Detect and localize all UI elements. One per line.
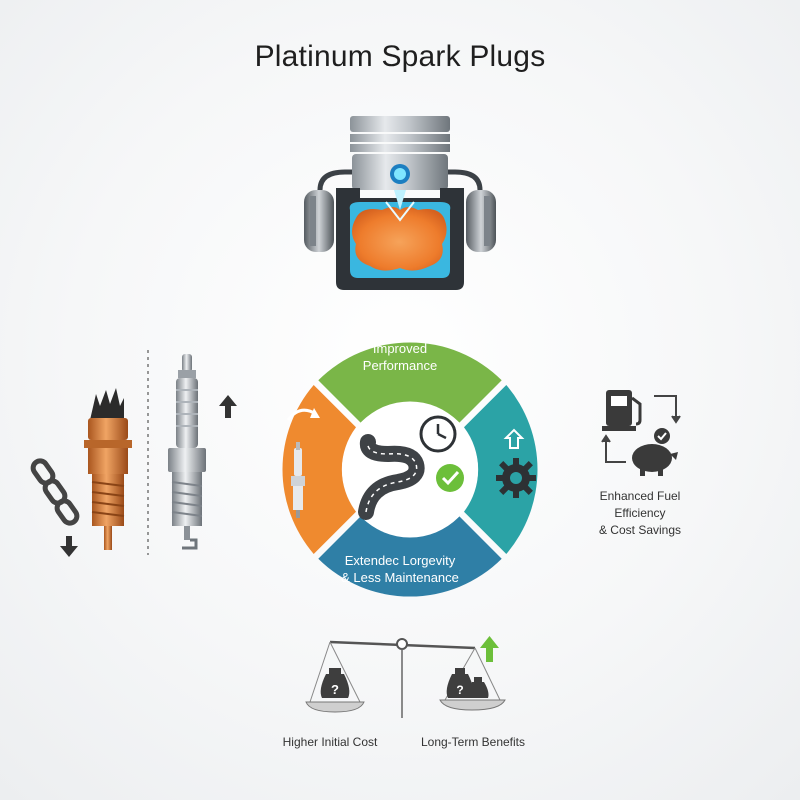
checkmark-icon xyxy=(436,464,464,492)
engine-piston-illustration xyxy=(304,116,496,290)
left-scale-pan: ? xyxy=(305,641,365,713)
page-title: Platinum Spark Plugs xyxy=(254,40,546,73)
money-bags-icon xyxy=(446,668,489,698)
fuel-pump-icon xyxy=(602,390,642,431)
piston xyxy=(350,116,450,190)
broken-chain-icon xyxy=(30,458,80,526)
higher-initial-cost-label: Higher Initial Cost xyxy=(282,735,378,749)
performance-label-line1: Improved xyxy=(372,341,428,356)
fuel-efficiency-illustration xyxy=(601,390,681,476)
right-valve xyxy=(466,190,496,252)
left-bag-symbol: ? xyxy=(331,682,339,697)
spark-plug-comparison xyxy=(30,350,237,557)
fuel-label-line1: Enhanced Fuel Efficiency xyxy=(599,489,681,520)
piggy-bank-icon xyxy=(632,428,678,476)
cycle-arrows-icon xyxy=(601,395,681,463)
wheel-segment-longevity xyxy=(318,516,502,597)
cost-balance-scale: ? ? xyxy=(305,636,506,718)
combustion-chamber xyxy=(336,188,464,290)
performance-label: Improved Performance xyxy=(330,340,470,374)
benefit-up-arrow-icon xyxy=(480,636,499,662)
efficiency-up-arrow-icon xyxy=(503,428,525,449)
right-bag-symbol: ? xyxy=(456,683,463,697)
left-valve xyxy=(304,190,334,252)
long-term-benefits-label: Long-Term Benefits xyxy=(420,735,526,749)
right-scale-pan: ? xyxy=(439,647,506,711)
longevity-label-line2: & Less Maintenance xyxy=(341,570,459,585)
down-arrow-icon xyxy=(60,536,78,557)
benefits-wheel xyxy=(282,342,538,597)
worn-copper-spark-plug xyxy=(84,388,132,550)
up-arrow-icon xyxy=(219,395,237,418)
clock-icon xyxy=(419,415,457,453)
fuel-efficiency-label: Enhanced Fuel Efficiency & Cost Savings xyxy=(575,488,705,539)
winding-road-icon xyxy=(358,434,425,520)
wheel-segment-ignition xyxy=(282,385,356,554)
wheel-segment-performance xyxy=(318,342,502,423)
money-bag-icon xyxy=(320,668,350,698)
gear-icon xyxy=(496,458,536,498)
longevity-label: Extendec Lorgevity & Less Maintenance xyxy=(325,552,475,586)
longevity-label-line1: Extendec Lorgevity xyxy=(344,553,456,568)
spark-plug-icon xyxy=(291,442,305,518)
wheel-segment-efficiency xyxy=(464,385,538,554)
performance-label-line2: Performance xyxy=(362,358,438,373)
fuel-label-line2: & Cost Savings xyxy=(598,523,682,537)
platinum-spark-plug xyxy=(168,354,206,550)
